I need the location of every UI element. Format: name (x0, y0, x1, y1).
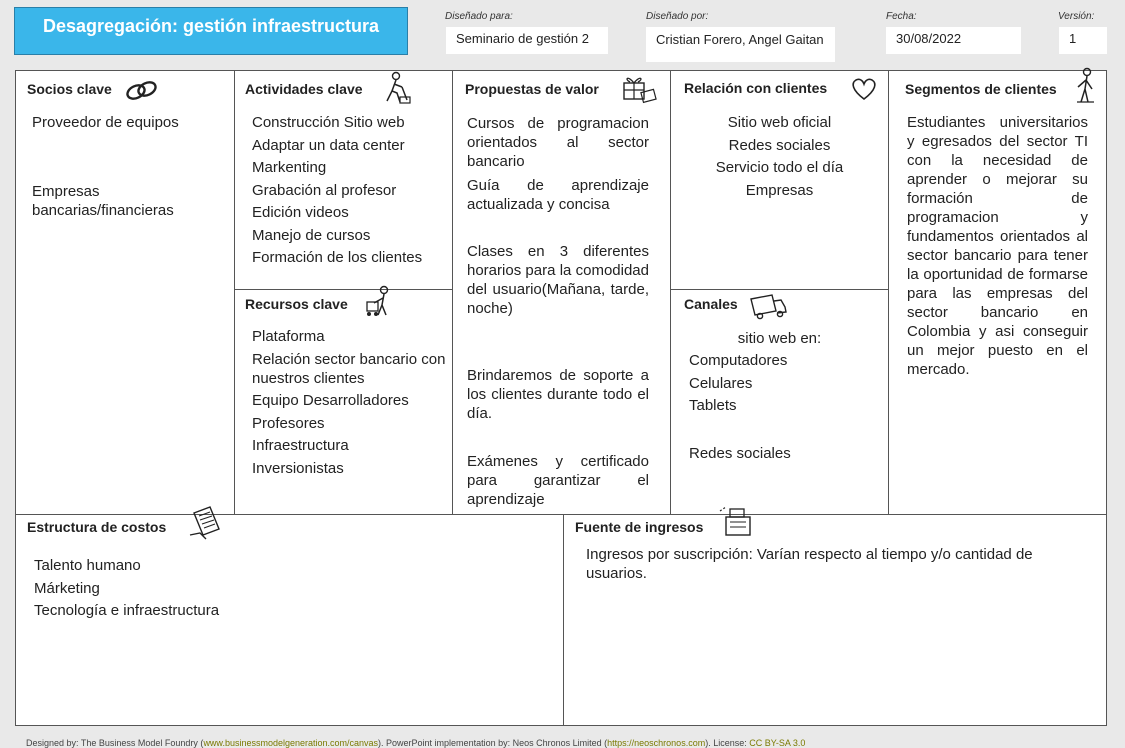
relacion-list: Sitio web oficial Redes sociales Servici… (671, 113, 888, 203)
date-field[interactable]: 30/08/2022 (886, 27, 1021, 54)
segmentos-text: Estudiantes universitarios y egresados d… (907, 114, 1088, 378)
propuestas-valor-title: Propuestas de valor (465, 81, 599, 97)
recursos-item: Equipo Desarrolladores (252, 392, 409, 409)
recursos-item: Profesores (252, 414, 325, 432)
relacion-item: Sitio web oficial (727, 114, 832, 131)
relacion-item: Empresas (745, 181, 814, 199)
relacion-item: Redes sociales (728, 136, 831, 154)
gift-icon (623, 77, 657, 104)
actividades-item: Markenting (252, 159, 327, 176)
recursos-clave-title: Recursos clave (245, 296, 348, 312)
estructura-costos-title: Estructura de costos (27, 519, 167, 535)
date-label: Fecha: (886, 11, 917, 22)
heart-icon (852, 78, 876, 101)
designed-by-field[interactable]: Cristian Forero, Angel Gaitan (646, 27, 835, 62)
socios-clave-title: Socios clave (27, 81, 112, 97)
footer-mid: ). PowerPoint implementation by: Neos Ch… (378, 738, 608, 748)
canales-title: Canales (684, 296, 738, 312)
relacion-item: Servicio todo el día (715, 159, 844, 176)
canales-item: Tablets (689, 397, 737, 414)
propuestas-item: Brindaremos de soporte a los clientes du… (467, 367, 649, 422)
footer-license-label: ). License: (705, 738, 750, 748)
actividades-item: Adaptar un data center (252, 136, 405, 154)
costos-item: Márketing (34, 579, 100, 597)
cash-register-icon (719, 506, 751, 536)
socios-item: Proveedor de equipos (32, 114, 179, 131)
segmentos-clientes-title: Segmentos de clientes (905, 81, 1057, 97)
costos-item: Talento humano (34, 557, 141, 574)
propuestas-item: Clases en 3 diferentes horarios para la … (467, 243, 649, 317)
person-icon (1077, 67, 1094, 103)
link-icon (126, 81, 157, 100)
designed-by-label: Diseñado por: (646, 11, 709, 22)
receipt-icon (189, 506, 220, 540)
footer-link-canvas[interactable]: www.businessmodelgeneration.com/canvas (203, 738, 379, 748)
actividades-item: Edición videos (252, 204, 349, 221)
propuestas-item: Exámenes y certificado para garantizar e… (467, 453, 649, 508)
costos-list: Talento humano Márketing Tecnología e in… (34, 556, 534, 624)
footer-prefix: Designed by: The Business Model Foundry … (26, 738, 204, 748)
costos-item: Tecnología e infraestructura (34, 602, 220, 619)
worker-icon (386, 71, 411, 104)
actividades-item: Grabación al profesor (252, 181, 397, 199)
canales-item: Celulares (689, 374, 753, 392)
version-field[interactable]: 1 (1059, 27, 1107, 54)
truck-icon (750, 294, 787, 320)
designed-for-label: Diseñado para: (445, 11, 513, 22)
recursos-item: Relación sector bancario con nuestros cl… (252, 350, 446, 387)
recursos-item: Infraestructura (252, 437, 349, 454)
propuestas-item: Guía de aprendizaje actualizada y concis… (467, 177, 649, 213)
canvas-title: Desagregación: gestión infraestructura (14, 7, 408, 55)
actividades-item: Formación de los clientes (252, 249, 423, 266)
version-label: Versión: (1058, 11, 1095, 22)
worker-cart-icon (366, 285, 389, 316)
canales-extra: Redes sociales (689, 445, 791, 462)
actividades-item: Construcción Sitio web (252, 114, 405, 131)
ingresos-text: Ingresos por suscripción: Varían respect… (586, 546, 1033, 582)
recursos-list: Plataforma Relación sector bancario con … (252, 327, 452, 481)
footer-license[interactable]: CC BY-SA 3.0 (749, 738, 806, 748)
recursos-item: Plataforma (252, 328, 325, 345)
business-model-canvas: Socios clave Proveedor de equipos Empres… (15, 67, 1107, 726)
actividades-item: Manejo de cursos (252, 226, 371, 244)
footer-link-neoschronos[interactable]: https://neoschronos.com (607, 738, 706, 748)
propuestas-item: Cursos de programacion orientados al sec… (467, 115, 649, 170)
actividades-list: Construcción Sitio web Adaptar un data c… (252, 113, 452, 271)
designed-for-field[interactable]: Seminario de gestión 2 (446, 27, 608, 54)
fuente-ingresos-title: Fuente de ingresos (575, 519, 704, 535)
relacion-clientes-title: Relación con clientes (684, 80, 828, 96)
canales-intro: sitio web en: (737, 330, 822, 347)
footer-credits: Designed by: The Business Model Foundry … (26, 738, 805, 748)
recursos-item: Inversionistas (252, 459, 344, 477)
actividades-clave-title: Actividades clave (245, 81, 363, 97)
canales-item: Computadores (689, 352, 788, 369)
socios-item: Empresas bancarias/financieras (32, 183, 174, 219)
canales-list: Computadores Celulares Tablets (689, 351, 879, 419)
